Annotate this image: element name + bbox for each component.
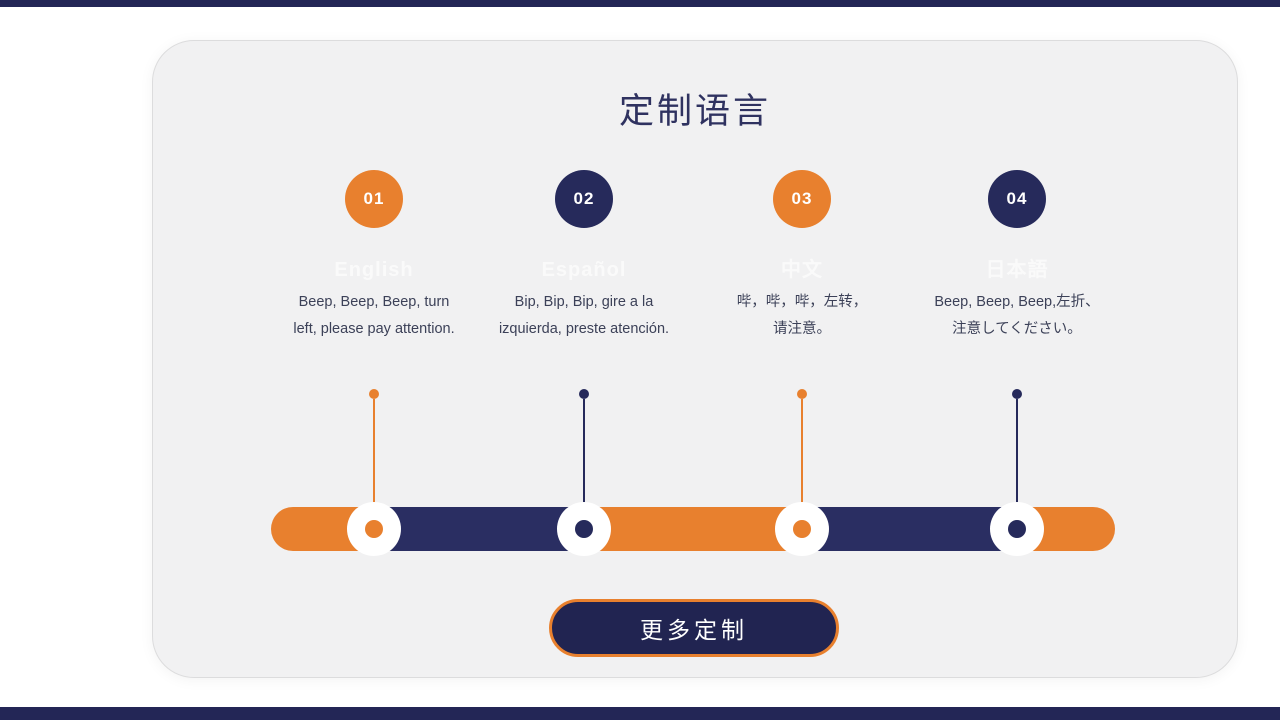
timeline-node-3	[775, 502, 829, 556]
stem-line	[373, 399, 375, 527]
description-line: left, please pay attention.	[293, 321, 455, 337]
timeline-stem-3	[797, 389, 807, 527]
description-line: izquierda, preste atención.	[498, 321, 670, 337]
timeline-node-4	[990, 502, 1044, 556]
stem-line	[1016, 399, 1018, 527]
timeline-node-2	[557, 502, 611, 556]
stem-dot-icon	[1012, 389, 1022, 399]
step-number: 03	[791, 189, 813, 208]
step-number: 02	[573, 189, 595, 208]
language-label-japanese: 日本語	[985, 259, 1049, 281]
step-circle-03: 03	[773, 170, 831, 228]
step-number: 01	[363, 189, 385, 208]
node-dot-icon	[1008, 520, 1026, 538]
language-label-chinese: 中文	[781, 259, 823, 281]
timeline-stem-1	[369, 389, 379, 527]
description-line: Bip, Bip, Bip, gire a la	[514, 294, 654, 310]
node-dot-icon	[793, 520, 811, 538]
language-label-english: English	[334, 259, 414, 281]
description-line: 注意してください。	[952, 321, 1082, 337]
timeline-navy-segment	[374, 507, 584, 551]
stem-line	[801, 399, 803, 527]
step-circle-02: 02	[555, 170, 613, 228]
stem-dot-icon	[369, 389, 379, 399]
timeline-node-1	[347, 502, 401, 556]
language-column-english: 01 English Beep, Beep, Beep, turn left, …	[269, 170, 479, 343]
more-customization-button[interactable]: 更多定制	[549, 599, 839, 657]
language-description: Beep, Beep, Beep,左折、 注意してください。	[912, 289, 1122, 343]
language-column-chinese: 03 中文 哔，哔，哔，左转， 请注意。	[697, 170, 907, 343]
step-circle-04: 04	[988, 170, 1046, 228]
timeline-navy-segment	[802, 507, 1017, 551]
language-label-spanish: Español	[541, 259, 627, 281]
language-section-card: 定制语言 01 English Beep, Beep, Beep, turn l…	[152, 40, 1238, 678]
description-line: Beep, Beep, Beep,左折、	[934, 294, 1100, 310]
stem-line	[583, 399, 585, 527]
node-dot-icon	[365, 520, 383, 538]
language-description: Beep, Beep, Beep, turn left, please pay …	[269, 289, 479, 343]
timeline-stem-2	[579, 389, 589, 527]
timeline-bar	[271, 502, 1115, 556]
section-title: 定制语言	[618, 92, 771, 131]
description-line: 请注意。	[773, 321, 831, 337]
language-description: Bip, Bip, Bip, gire a la izquierda, pres…	[479, 289, 689, 343]
bottom-section-divider	[0, 707, 1280, 720]
language-column-spanish: 02 Español Bip, Bip, Bip, gire a la izqu…	[479, 170, 689, 343]
top-section-divider	[0, 0, 1280, 7]
language-column-japanese: 04 日本語 Beep, Beep, Beep,左折、 注意してください。	[912, 170, 1122, 343]
stem-dot-icon	[579, 389, 589, 399]
language-description: 哔，哔，哔，左转， 请注意。	[697, 289, 907, 343]
description-line: Beep, Beep, Beep, turn	[298, 294, 450, 310]
description-line: 哔，哔，哔，左转，	[736, 294, 868, 310]
timeline-stem-4	[1012, 389, 1022, 527]
node-dot-icon	[575, 520, 593, 538]
step-number: 04	[1006, 189, 1028, 208]
step-circle-01: 01	[345, 170, 403, 228]
stem-dot-icon	[797, 389, 807, 399]
